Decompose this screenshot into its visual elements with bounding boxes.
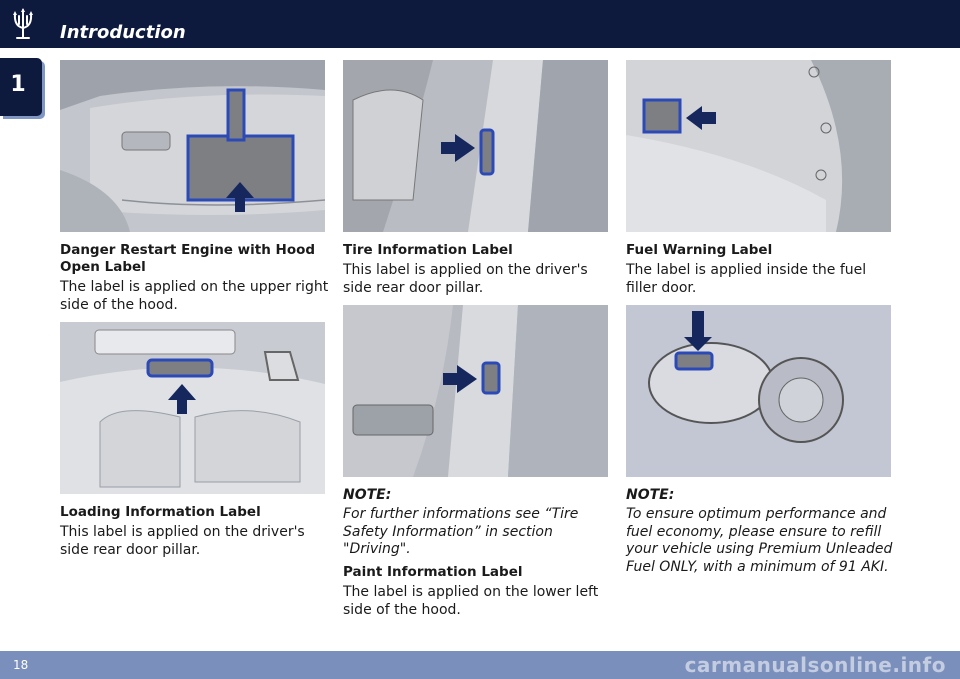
paint-info-label-image (343, 305, 608, 477)
paint-label-title: Paint Information Label (343, 564, 523, 580)
loading-label-block: Loading Information Label This label is … (60, 504, 330, 559)
note-label: NOTE: (343, 487, 392, 503)
fuel-door-label-image (626, 60, 891, 232)
danger-label-text: The label is applied on the upper right … (60, 279, 329, 313)
tire-info-label-image (343, 60, 608, 232)
label-pointer-arrow-icon (168, 384, 196, 414)
section-title: Introduction (60, 22, 186, 43)
danger-label-title: Danger Restart Engine with Hood Open Lab… (60, 242, 316, 275)
loading-label-text: This label is applied on the driver's si… (60, 524, 305, 558)
note-text: To ensure optimum performance and fuel e… (626, 506, 893, 575)
loading-label-title: Loading Information Label (60, 504, 261, 520)
fuel-label-block: Fuel Warning Label The label is applied … (626, 242, 896, 297)
page-number: 18 (13, 658, 29, 672)
hood-danger-label-image (60, 60, 325, 232)
watermark: carmanualsonline.info (684, 653, 946, 677)
chapter-tab: 1 (0, 58, 42, 116)
footer-bar: 18 carmanualsonline.info (0, 651, 960, 679)
label-pointer-arrow-icon (684, 311, 712, 351)
fuel-label-text: The label is applied inside the fuel fil… (626, 262, 867, 296)
tire-label-text: This label is applied on the driver's si… (343, 262, 588, 296)
loading-info-label-image (60, 322, 325, 494)
paint-label-text: The label is applied on the lower left s… (343, 584, 599, 618)
label-pointer-arrow-icon (443, 365, 477, 393)
danger-label-block: Danger Restart Engine with Hood Open Lab… (60, 242, 330, 314)
fuel-filler-label-image (626, 305, 891, 477)
tire-label-title: Tire Information Label (343, 242, 513, 258)
tire-label-block: Tire Information Label This label is app… (343, 242, 613, 297)
paint-label-block: Paint Information Label The label is app… (343, 564, 613, 619)
chapter-number: 1 (10, 72, 26, 97)
header-bar: Introduction (0, 0, 960, 48)
label-pointer-arrow-icon (226, 182, 254, 212)
label-pointer-arrow-icon (441, 134, 475, 162)
fuel-label-title: Fuel Warning Label (626, 242, 773, 258)
note-label: NOTE: (626, 487, 675, 503)
tire-note-block: NOTE: For further informations see “Tire… (343, 487, 613, 559)
trident-logo-icon (13, 8, 33, 39)
label-pointer-arrow-icon (686, 106, 716, 130)
fuel-note-block: NOTE: To ensure optimum performance and … (626, 487, 896, 576)
note-text: For further informations see “Tire Safet… (343, 506, 579, 557)
